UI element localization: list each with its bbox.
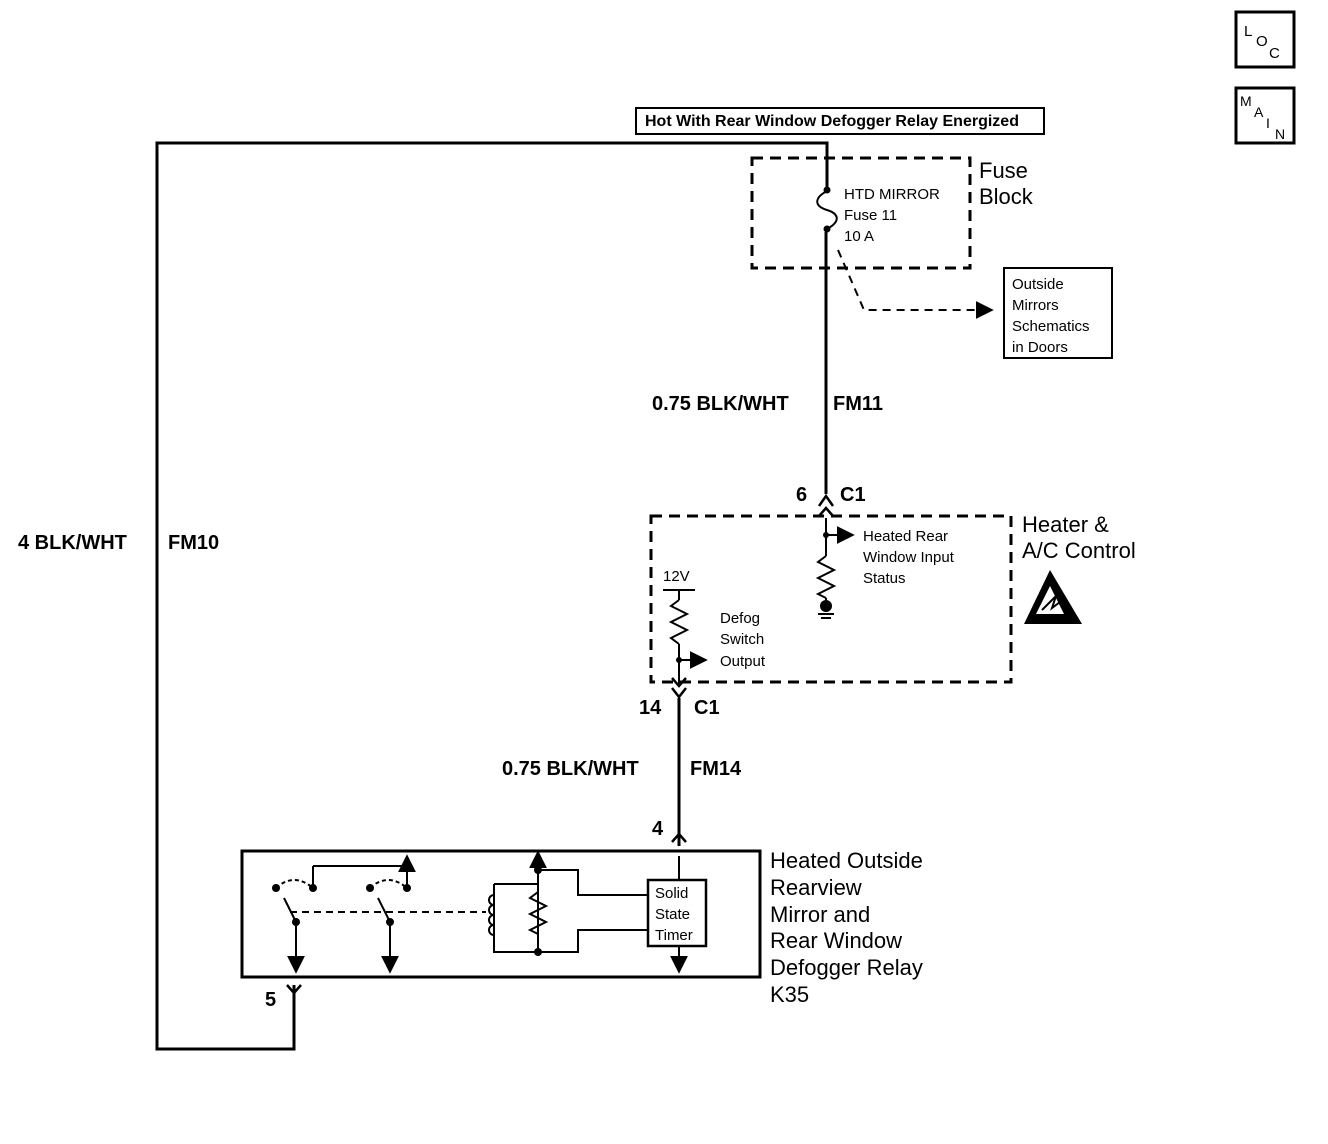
svg-text:10 A: 10 A — [844, 228, 874, 245]
ground-icon — [820, 600, 832, 612]
svg-text:Window Input: Window Input — [863, 549, 955, 566]
relay-switch-1 — [272, 865, 407, 974]
pullup-resistor — [668, 599, 690, 645]
svg-text:Mirror and: Mirror and — [770, 902, 870, 927]
svg-text:FM14: FM14 — [690, 758, 742, 780]
svg-text:Switch: Switch — [720, 631, 764, 648]
svg-text:in Doors: in Doors — [1012, 339, 1068, 356]
loc-letter-l: L — [1244, 23, 1252, 40]
svg-text:6: 6 — [796, 484, 807, 506]
svg-text:Output: Output — [720, 653, 766, 670]
svg-text:0.75 BLK/WHT: 0.75 BLK/WHT — [502, 758, 639, 780]
loc-letter-o: O — [1256, 33, 1268, 50]
outside-mirrors-reference[interactable]: Outside Mirrors Schematics in Doors — [1003, 267, 1113, 359]
relay-pin-5: 5 — [265, 984, 302, 1011]
wire-fm11-label: 0.75 BLK/WHT FM11 — [652, 393, 883, 415]
svg-text:Heated Outside: Heated Outside — [770, 848, 923, 873]
svg-text:Hot With Rear Window Defogger: Hot With Rear Window Defogger Relay Ener… — [645, 113, 1019, 130]
power-source-label: Hot With Rear Window Defogger Relay Ener… — [635, 107, 1045, 135]
svg-text:12V: 12V — [663, 568, 690, 585]
svg-text:Fuse: Fuse — [979, 158, 1028, 183]
svg-text:Schematics: Schematics — [1012, 318, 1090, 335]
svg-text:0.75 BLK/WHT: 0.75 BLK/WHT — [652, 393, 789, 415]
relay-coil — [488, 850, 648, 956]
main-letter-a: A — [1254, 104, 1264, 120]
wire-fm10-label: 4 BLK/WHT FM10 — [18, 532, 219, 554]
wire-fm14-label: 0.75 BLK/WHT FM14 — [502, 758, 742, 780]
svg-text:Mirrors: Mirrors — [1012, 297, 1059, 314]
svg-text:5: 5 — [265, 989, 276, 1011]
svg-text:Rearview: Rearview — [770, 875, 862, 900]
svg-text:C1: C1 — [694, 697, 720, 719]
input-resistor — [815, 555, 837, 599]
main-letter-i: I — [1266, 115, 1270, 131]
svg-text:Block: Block — [979, 184, 1034, 209]
connector-c1-pin-14: 14 C1 — [639, 677, 720, 719]
solid-state-timer: Solid State Timer — [646, 878, 708, 948]
fuse-symbol — [816, 190, 838, 230]
main-letter-m: M — [1240, 93, 1252, 109]
svg-text:Fuse 11: Fuse 11 — [844, 207, 897, 224]
svg-text:FM11: FM11 — [833, 393, 883, 415]
svg-text:K35: K35 — [770, 982, 809, 1007]
svg-text:Outside: Outside — [1012, 276, 1064, 293]
svg-text:FM10: FM10 — [168, 532, 219, 554]
loc-letter-c: C — [1269, 45, 1280, 62]
connector-c1-pin-6: 6 C1 — [796, 484, 866, 517]
svg-text:4 BLK/WHT: 4 BLK/WHT — [18, 532, 127, 554]
svg-text:Defog: Defog — [720, 610, 760, 627]
svg-text:Defogger Relay: Defogger Relay — [770, 955, 923, 980]
defogger-relay-k35: Solid State Timer Heated Outside Rearvie… — [240, 848, 923, 1007]
svg-text:Timer: Timer — [655, 927, 693, 944]
esd-warning-icon — [1024, 570, 1082, 624]
svg-text:HTD MIRROR: HTD MIRROR — [844, 186, 940, 203]
relay-pin-4: 4 — [652, 818, 687, 843]
wiring — [155, 141, 829, 1051]
fuse-block: HTD MIRROR Fuse 11 10 A Fuse Block — [750, 156, 1034, 319]
svg-text:Heater &: Heater & — [1022, 512, 1109, 537]
svg-text:C1: C1 — [840, 484, 866, 506]
main-letter-n: N — [1275, 126, 1285, 142]
svg-text:Heated Rear: Heated Rear — [863, 528, 948, 545]
svg-text:State: State — [655, 906, 690, 923]
svg-text:Rear Window: Rear Window — [770, 928, 902, 953]
svg-text:Status: Status — [863, 570, 906, 587]
wire-fm10 — [155, 141, 829, 1051]
svg-text:4: 4 — [652, 818, 664, 840]
svg-text:14: 14 — [639, 697, 662, 719]
main-button[interactable]: M A I N — [1234, 86, 1296, 145]
svg-text:Solid: Solid — [655, 885, 688, 902]
loc-button[interactable]: L O C — [1234, 10, 1296, 69]
svg-text:A/C Control: A/C Control — [1022, 538, 1136, 563]
relay-switch-2 — [366, 854, 416, 974]
heater-ac-control: Heater & A/C Control Heated Rear Window … — [649, 512, 1136, 686]
